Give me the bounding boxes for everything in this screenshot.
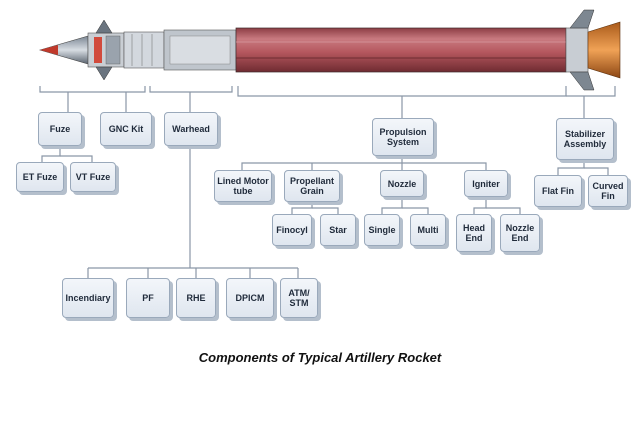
node-et-fuze: ET Fuze bbox=[16, 162, 64, 192]
figure-caption: Components of Typical Artillery Rocket bbox=[198, 350, 442, 365]
nozzle bbox=[587, 21, 621, 79]
node-igniter: Igniter bbox=[464, 170, 508, 197]
tree-connectors bbox=[41, 148, 609, 278]
node-incendiary-label: Incendiary bbox=[65, 293, 111, 303]
node-warhead-label: Warhead bbox=[172, 124, 210, 134]
node-propulsion-system: Propulsion System bbox=[372, 118, 434, 156]
node-single-label: Single bbox=[368, 225, 396, 235]
node-lined-motor-tube-label: Lined Motor tube bbox=[217, 176, 269, 196]
node-propellant-grain: Propellant Grain bbox=[284, 170, 340, 202]
node-pf: PF bbox=[126, 278, 170, 318]
gnc-section bbox=[123, 31, 165, 69]
node-incendiary: Incendiary bbox=[62, 278, 114, 318]
node-gnc-kit: GNC Kit bbox=[100, 112, 152, 146]
node-gnc-kit-label: GNC Kit bbox=[108, 124, 144, 134]
node-nozzle: Nozzle bbox=[380, 170, 424, 197]
node-atm-stm-label: ATM/ STM bbox=[288, 288, 310, 308]
canard-fin bbox=[95, 19, 113, 34]
node-igniter-label: Igniter bbox=[472, 178, 500, 189]
node-rhe: RHE bbox=[176, 278, 216, 318]
node-nozzle-end-label: Nozzle End bbox=[505, 223, 535, 243]
node-vt-fuze: VT Fuze bbox=[70, 162, 116, 192]
node-nozzle-label: Nozzle bbox=[387, 178, 417, 189]
node-flat-fin: Flat Fin bbox=[534, 175, 582, 207]
node-et-fuze-label: ET Fuze bbox=[22, 172, 58, 182]
node-stabilizer-assembly: Stabilizer Assembly bbox=[556, 118, 614, 160]
node-head-end-label: Head End bbox=[462, 223, 485, 243]
node-single: Single bbox=[364, 214, 400, 246]
section-brackets bbox=[39, 86, 616, 118]
node-fuze: Fuze bbox=[38, 112, 82, 146]
node-dpicm: DPICM bbox=[226, 278, 274, 318]
node-rhe-label: RHE bbox=[186, 293, 206, 303]
node-multi-label: Multi bbox=[417, 225, 439, 235]
node-finocyl-label: Finocyl bbox=[276, 225, 308, 235]
stabilizer-fin bbox=[569, 9, 595, 29]
node-fuze-label: Fuze bbox=[49, 124, 71, 134]
motor-tube bbox=[235, 27, 567, 73]
node-head-end: Head End bbox=[456, 214, 492, 252]
node-propellant-grain-label: Propellant Grain bbox=[289, 176, 334, 196]
node-stabilizer-assembly-label: Stabilizer Assembly bbox=[563, 129, 607, 149]
node-atm-stm: ATM/ STM bbox=[280, 278, 318, 318]
node-flat-fin-label: Flat Fin bbox=[542, 186, 574, 196]
node-curved-fin: Curved Fin bbox=[588, 175, 628, 207]
node-propulsion-system-label: Propulsion System bbox=[379, 127, 427, 147]
node-star: Star bbox=[320, 214, 356, 246]
nose-tip bbox=[40, 45, 58, 55]
aft-section bbox=[565, 27, 589, 73]
node-finocyl: Finocyl bbox=[272, 214, 312, 246]
node-warhead: Warhead bbox=[164, 112, 218, 146]
rocket-illustration bbox=[38, 9, 621, 91]
node-lined-motor-tube: Lined Motor tube bbox=[214, 170, 272, 202]
node-pf-label: PF bbox=[142, 293, 154, 303]
node-curved-fin-label: Curved Fin bbox=[592, 181, 624, 201]
node-dpicm-label: DPICM bbox=[235, 293, 265, 303]
node-nozzle-end: Nozzle End bbox=[500, 214, 540, 252]
node-star-label: Star bbox=[329, 225, 347, 235]
node-vt-fuze-label: VT Fuze bbox=[75, 172, 111, 182]
node-multi: Multi bbox=[410, 214, 446, 246]
